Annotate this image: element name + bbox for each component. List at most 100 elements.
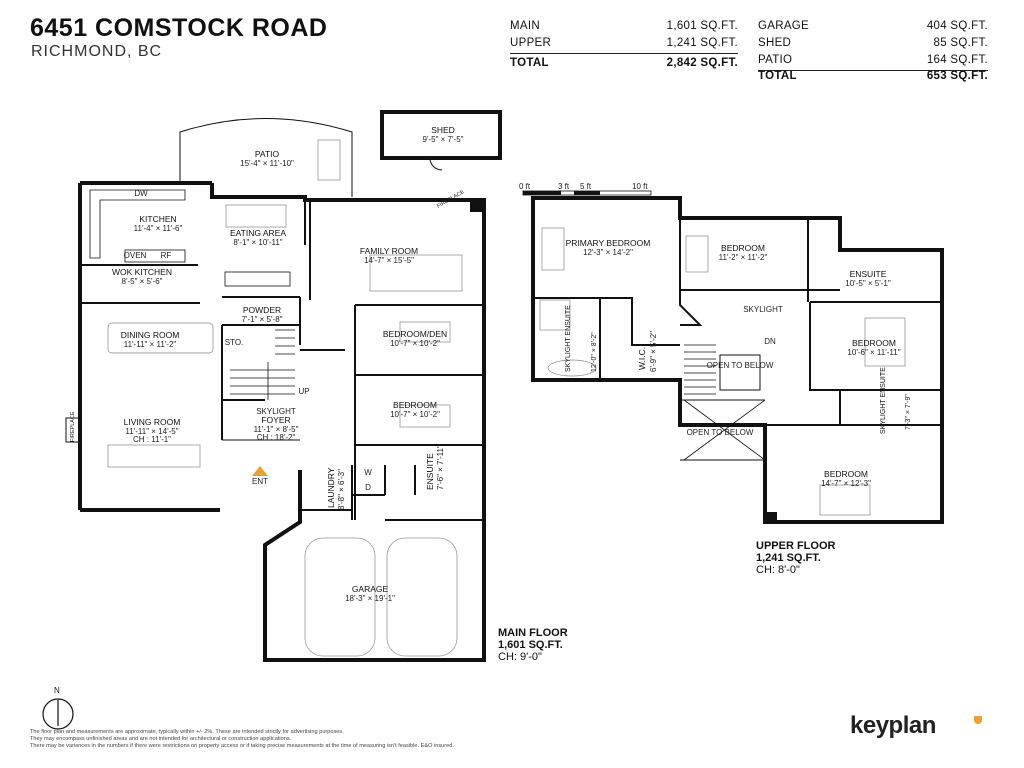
patio-outline [179, 118, 353, 197]
room-name-family: FAMILY ROOM [360, 246, 418, 256]
main-floor-label: MAIN FLOOR 1,601 SQ.FT. CH: 9'-0" [498, 627, 568, 663]
property-city: RICHMOND, BC [31, 43, 163, 60]
room-name-bed3: BEDROOM [852, 338, 896, 348]
disclaimer-line: There may be variances in the numbers if… [30, 743, 454, 749]
room-dim-bed3: 10'-6" × 11'-11" [847, 348, 900, 357]
scale-label: 0 ft [519, 182, 531, 191]
floor-area: 1,601 SQ.FT. [498, 639, 563, 651]
floor-ch: CH: 8'-0" [756, 564, 800, 576]
room-dim-patio: 15'-4" × 11'-10" [240, 159, 294, 168]
stairs-down-label: DN [764, 337, 776, 346]
room-dim-foyer: 11'-1" × 8'-5" [254, 425, 299, 434]
scale-label: 3 ft [558, 182, 570, 191]
room-name-shed: SHED [431, 125, 455, 135]
upper-floor-walls [531, 196, 944, 524]
disclaimer-line: The floor plan and measurements are appr… [30, 729, 344, 735]
room-name-powder: POWDER [243, 305, 281, 315]
room-name-garage: GARAGE [352, 584, 389, 594]
kitchen-counters [89, 189, 291, 287]
room-dim-skyens1: 12'-0" × 8'-2" [591, 332, 598, 372]
room-name-dining: DINING ROOM [121, 330, 180, 340]
area-value: 2,842 SQ.FT. [666, 57, 738, 69]
room-dim-shed: 9'-5" × 7'-5" [423, 135, 464, 144]
shed-outline [380, 110, 502, 160]
room-dim-eating: 8'-1" × 10'-11" [233, 238, 282, 247]
stairs-up-label: UP [298, 387, 309, 396]
room-name-sto: STO. [225, 338, 244, 347]
area-value: 1,601 SQ.FT. [666, 20, 738, 32]
room-dim-bedroom: 10'-7" × 10'-2" [390, 410, 440, 419]
area-value: 85 SQ.FT. [933, 37, 988, 49]
appliance-rf: RF [161, 251, 172, 260]
open-to-below: OPEN TO BELOW [707, 361, 774, 370]
room-name-skyens1: SKYLIGHT ENSUITE [565, 305, 572, 372]
area-label: SHED [758, 37, 792, 49]
appliance-dw: DW [134, 189, 148, 198]
room-name-bed2: BEDROOM [721, 243, 765, 253]
room-dim-laundry: 8'-8" × 6'-3" [337, 469, 346, 510]
brand-logo: keyplan [850, 712, 936, 739]
area-label: PATIO [758, 54, 793, 66]
area-value: 404 SQ.FT. [926, 20, 988, 32]
brand-mark-icon [974, 716, 982, 724]
scale-bar: 0 ft 3 ft 5 ft 10 ft [519, 182, 652, 196]
room-dim-garage: 18'-3" × 19'-1" [345, 594, 395, 603]
room-name-bed4: BEDROOM [824, 469, 868, 479]
area-row-patio: PATIO 164 SQ.FT. [758, 54, 988, 70]
appliance-washer: W [364, 468, 372, 477]
room-dim-primary: 12'-3" × 14'-2" [583, 248, 633, 257]
furniture [107, 139, 463, 468]
room-dim-kitchen: 11'-4" × 11'-6" [134, 224, 183, 233]
room-dim-ensuite-upper: 10'-5" × 5'-1" [845, 279, 891, 288]
area-value: 164 SQ.FT. [926, 54, 988, 66]
room-dim-bedden: 10'-7" × 10'-2" [390, 339, 440, 348]
area-row-shed: SHED 85 SQ.FT. [758, 37, 988, 53]
room-name-eating: EATING AREA [230, 228, 286, 238]
room-name-primary: PRIMARY BEDROOM [566, 238, 651, 248]
room-name-skyens2: SKYLIGHT ENSUITE [880, 367, 887, 434]
entry-marker-icon [252, 466, 268, 476]
room-dim-skyens2: 7'-3" × 7'-9" [905, 394, 912, 430]
room-ch-foyer: CH : 18'-2" [257, 433, 296, 442]
room-name-ensuite: ENSUITE [425, 453, 435, 490]
floor-title: UPPER FLOOR [756, 540, 836, 552]
upper-stairs [683, 344, 766, 461]
room-name-bedden: BEDROOM/DEN [383, 329, 447, 339]
room-name-wic: W.I.C. [637, 347, 647, 370]
scale-label: 5 ft [580, 182, 592, 191]
room-name-kitchen: KITCHEN [139, 214, 176, 224]
room-dim-wic: 6'-9" × 5'-2" [649, 331, 658, 372]
room-name-living: LIVING ROOM [124, 417, 181, 427]
room-ch-living: CH : 11'-1" [133, 435, 171, 444]
room-dim-powder: 7'-1" × 5'-8" [242, 315, 283, 324]
scale-label: 10 ft [632, 182, 648, 191]
entry-label: ENT [252, 477, 268, 486]
room-dim-living: 11'-11" × 14'-5" [125, 427, 178, 436]
room-dim-dining: 11'-11" × 11'-2" [124, 340, 177, 349]
area-table-right: GARAGE 404 SQ.FT. SHED 85 SQ.FT. PATIO 164 … [758, 20, 988, 84]
north-arrow-icon: N [39, 686, 79, 730]
disclaimer: The floor plan and measurements are appr… [30, 729, 690, 750]
upper-skylight: SKYLIGHT [743, 305, 783, 314]
floor-title: MAIN FLOOR [498, 627, 568, 639]
disclaimer-line: They may encompass unfinished areas and … [30, 736, 292, 742]
upper-floor-label: UPPER FLOOR 1,241 SQ.FT. CH: 8'-0" [756, 540, 835, 576]
main-stairs [230, 329, 295, 400]
area-row-garage: GARAGE 404 SQ.FT. [758, 20, 988, 36]
area-value: 1,241 SQ.FT. [666, 37, 738, 49]
north-label: N [54, 686, 60, 695]
floor-area: 1,241 SQ.FT. [756, 552, 821, 564]
room-dim-ensuite: 7'-6" × 7'-11" [436, 445, 445, 490]
garage-cars [304, 537, 458, 657]
foyer-skylight: SKYLIGHT [256, 407, 296, 416]
room-name-laundry: LAUNDRY [326, 467, 336, 508]
room-dim-bed2: 11'-2" × 11'-2" [719, 253, 768, 262]
room-name-patio: PATIO [255, 149, 280, 159]
floor-ch: CH: 9'-0" [498, 651, 542, 663]
area-label: GARAGE [758, 20, 810, 32]
